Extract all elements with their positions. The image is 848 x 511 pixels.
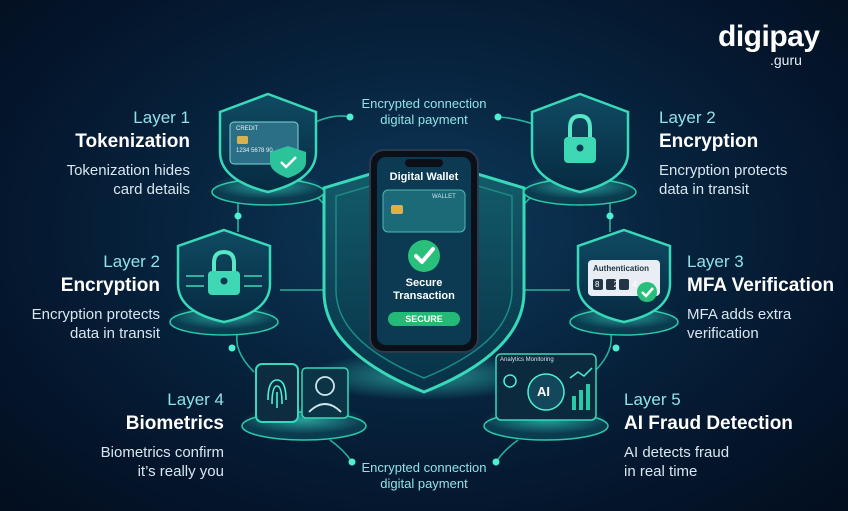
phone-card-label: WALLET bbox=[432, 194, 456, 200]
layer-desc-line1: AI detects fraud bbox=[624, 444, 730, 461]
layer-desc-line1: Encryption protects bbox=[659, 162, 788, 179]
brand-sub: .guru bbox=[770, 52, 802, 68]
layer-desc-line1: Encryption protects bbox=[31, 306, 160, 323]
layer-number: Layer 2 bbox=[103, 252, 160, 271]
layer-description: AI detects fraud in real time bbox=[624, 443, 824, 481]
phone-title: Digital Wallet bbox=[389, 171, 459, 183]
layer-number: Layer 1 bbox=[133, 108, 190, 127]
layer-title: Tokenization bbox=[75, 131, 190, 152]
layer-mfa: Layer 3 MFA Verification MFA adds extra … bbox=[687, 252, 845, 343]
connection-dots bbox=[228, 113, 620, 466]
auth-label: Authentication bbox=[593, 264, 649, 273]
layer-desc-line2: in real time bbox=[624, 463, 698, 480]
layer-desc-line1: MFA adds extra bbox=[687, 306, 792, 323]
layer-number: Layer 3 bbox=[687, 252, 744, 271]
shield-tokenization bbox=[211, 92, 325, 206]
phone-device bbox=[369, 149, 479, 353]
shield-encryption-left bbox=[169, 228, 279, 336]
connection-top-line1: Encrypted connection bbox=[361, 96, 487, 111]
shield-encryption-top bbox=[523, 92, 637, 206]
layer-title: Encryption bbox=[659, 131, 759, 152]
layer-biometrics: Layer 4 Biometrics Biometrics confirm it… bbox=[72, 390, 224, 481]
layer-desc-line2: verification bbox=[687, 325, 759, 342]
layer-encryption-right: Layer 2 Encryption Encryption protects d… bbox=[659, 108, 839, 199]
layer-desc-line1: Biometrics confirm bbox=[100, 444, 224, 461]
layer-description: Biometrics confirm it’s really you bbox=[72, 443, 224, 481]
connection-bottom-line1: Encrypted connection bbox=[361, 460, 487, 475]
layer-description: Encryption protects data in transit bbox=[659, 161, 839, 199]
connection-bottom-line2: digital payment bbox=[380, 476, 468, 491]
layer-title: AI Fraud Detection bbox=[624, 413, 793, 434]
layer-encryption-left: Layer 2 Encryption Encryption protects d… bbox=[10, 252, 160, 343]
layer-number: Layer 5 bbox=[624, 390, 681, 409]
panel-biometrics bbox=[241, 363, 367, 441]
connection-caption-bottom: Encrypted connection digital payment bbox=[344, 460, 504, 492]
layer-tokenization: Layer 1 Tokenization Tokenization hides … bbox=[40, 108, 190, 199]
phone-secure-button[interactable]: SECURE bbox=[405, 314, 443, 324]
ai-label: AI bbox=[537, 384, 550, 399]
layer-desc-line2: data in transit bbox=[659, 181, 750, 198]
layer-number: Layer 4 bbox=[167, 390, 224, 409]
auth-code: 8 2 4 bbox=[595, 280, 643, 289]
layer-desc-line2: data in transit bbox=[69, 325, 160, 342]
layer-description: MFA adds extra verification bbox=[687, 305, 845, 343]
analytics-label: Analytics Monitoring bbox=[500, 357, 554, 363]
card-number: 1234 5678 90 bbox=[236, 148, 273, 154]
layer-number: Layer 2 bbox=[659, 108, 716, 127]
panel-ai bbox=[483, 353, 609, 441]
connection-top-line2: digital payment bbox=[380, 112, 468, 127]
phone-status-line1: Secure bbox=[405, 277, 443, 289]
brand-logo: digipay .guru bbox=[718, 20, 820, 68]
connection-caption-top: Encrypted connection digital payment bbox=[344, 96, 504, 128]
layer-desc-line2: card details bbox=[113, 181, 190, 198]
credit-card-label: CREDIT bbox=[236, 126, 259, 132]
layer-title: Encryption bbox=[60, 275, 160, 296]
phone-status-line2: Transaction bbox=[393, 290, 455, 302]
layer-title: Biometrics bbox=[125, 413, 224, 434]
layer-desc-line1: Tokenization hides bbox=[66, 162, 190, 179]
layer-desc-line2: it’s really you bbox=[137, 463, 224, 480]
phone-status: Secure Transaction bbox=[377, 277, 471, 303]
layer-ai-fraud: Layer 5 AI Fraud Detection AI detects fr… bbox=[624, 390, 824, 481]
layer-title: MFA Verification bbox=[687, 275, 835, 296]
shield-mfa bbox=[569, 228, 679, 336]
brand-name: digipay bbox=[718, 20, 820, 53]
layer-description: Tokenization hides card details bbox=[40, 161, 190, 199]
layer-description: Encryption protects data in transit bbox=[10, 305, 160, 343]
